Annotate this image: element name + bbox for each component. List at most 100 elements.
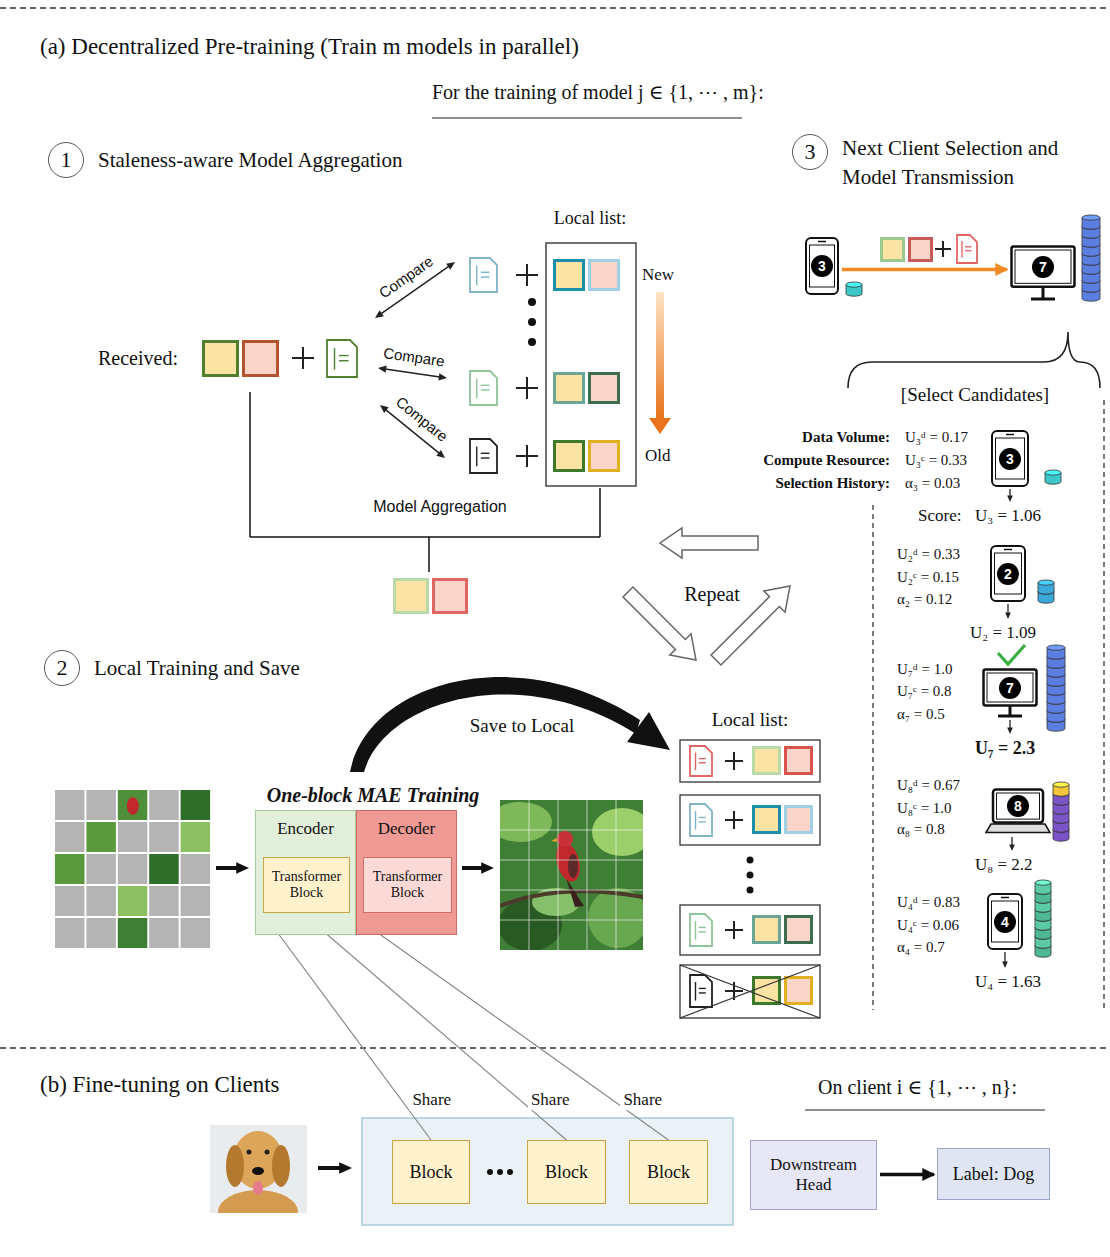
local-list-row [680, 905, 820, 955]
candidate-metric: U₇ = 2.3 [975, 738, 1035, 759]
save-arc [350, 677, 640, 772]
candidate-metric: U₈ᶜ = 1.0 [897, 800, 952, 817]
model-block [786, 917, 812, 943]
ellipsis-dot [497, 1169, 503, 1175]
share-line [350, 913, 669, 1140]
step-number: 1 [48, 142, 84, 178]
head-box: Downstream Head [750, 1140, 877, 1210]
client-device: 2 [990, 545, 1026, 602]
bird-tail [566, 878, 584, 907]
phone-body [988, 894, 1022, 949]
step-marker: 3Next Client Selection and Model Transmi… [792, 134, 1097, 192]
candidate-metric: α₃ = 0.03 [905, 475, 960, 492]
document-line [965, 246, 971, 247]
document-icon [690, 914, 712, 946]
arrow-line [1009, 720, 1010, 728]
candidates-title: [Select Candidates] [901, 384, 1049, 406]
arrow-line [385, 369, 440, 377]
local-list-row [680, 965, 820, 1018]
arrow-line [462, 866, 483, 870]
monitor-stand [1042, 287, 1045, 298]
client-device: 7 [982, 668, 1038, 718]
flow-arrow [880, 1173, 934, 1177]
ellipsis-dot [747, 872, 754, 879]
dog-ear [226, 1145, 244, 1187]
ellipsis-dot [507, 1169, 513, 1175]
model-block [786, 748, 812, 774]
visible-patch [118, 790, 148, 820]
grid-line [616, 800, 617, 950]
visible-patch [86, 822, 116, 852]
aggregation-line [599, 488, 601, 537]
masked-patch [149, 886, 179, 916]
arrow-line [216, 866, 238, 870]
document-line [961, 241, 962, 257]
candidate-metric: U₈ᵈ = 0.67 [897, 777, 960, 794]
dashed-divider [1103, 400, 1104, 1010]
save-arrowhead [627, 712, 670, 750]
model-block [786, 807, 812, 833]
document-icon [690, 804, 712, 836]
model-block [754, 748, 780, 774]
candidate-metric: U₄ᶜ = 0.06 [897, 917, 959, 934]
block-label: Block [633, 1162, 704, 1183]
arrowhead [375, 310, 384, 318]
candidate-metric: α₈ = 0.8 [897, 821, 945, 838]
model-block [754, 917, 780, 943]
candidate-metric: U₂ᶜ = 0.15 [897, 569, 959, 586]
arrow-line [318, 1166, 341, 1170]
client-device: 4 [987, 893, 1023, 950]
arrowhead [1009, 845, 1015, 851]
document-line [481, 457, 490, 458]
encoder-box: EncoderTransformer Block [255, 810, 356, 935]
monitor-base [1031, 298, 1055, 301]
compare-label: Compare [393, 393, 452, 445]
box-label: Downstream Head [754, 1155, 873, 1194]
device-number: 8 [1007, 795, 1029, 817]
document-line [699, 758, 706, 759]
candidate-metric: Compute Resource: [763, 452, 890, 469]
visible-patch [181, 822, 211, 852]
monitor-inner [987, 673, 1033, 702]
masked-patch [181, 918, 211, 948]
phone-body [992, 431, 1028, 486]
document-line [481, 385, 490, 386]
arrowhead [481, 862, 494, 873]
compare-label: Compare [382, 344, 446, 370]
client-device: 3 [805, 237, 839, 295]
share-line [302, 913, 566, 1140]
document-line [476, 265, 477, 285]
dog-eye [265, 1150, 270, 1155]
candidate-metric: U₄ = 1.63 [975, 972, 1041, 992]
order-label: New [642, 265, 674, 285]
grid-line [500, 890, 643, 891]
shared-block: Block [527, 1140, 606, 1204]
arrow-line [1004, 952, 1005, 962]
candidate-metric: U₃ᵈ = 0.17 [905, 429, 968, 446]
dashed-separator [0, 1047, 1110, 1048]
arrowhead [1007, 728, 1013, 734]
shared-block: Block [392, 1140, 470, 1204]
list-title: Local list: [554, 208, 626, 229]
masked-patch [118, 854, 148, 884]
ellipsis-dot [528, 298, 536, 306]
masked-patch [55, 918, 85, 948]
client-device: 3 [991, 430, 1029, 487]
masked-patch [55, 822, 85, 852]
edge-label: Share [620, 1090, 665, 1110]
compare-label: Compare [376, 252, 436, 302]
grid-line [500, 830, 643, 831]
document-line [965, 250, 971, 251]
data-disc-top [1038, 580, 1054, 585]
leaf [500, 802, 552, 842]
phone-speaker [1006, 434, 1014, 436]
document-line [699, 762, 706, 763]
candidate-metric: U₇ᵈ = 1.0 [897, 661, 952, 678]
document-line [699, 817, 706, 818]
laptop-base [986, 824, 1050, 832]
document-line [476, 446, 477, 466]
document-icon [957, 235, 977, 263]
visible-patch [118, 886, 148, 916]
document-line [339, 355, 349, 356]
